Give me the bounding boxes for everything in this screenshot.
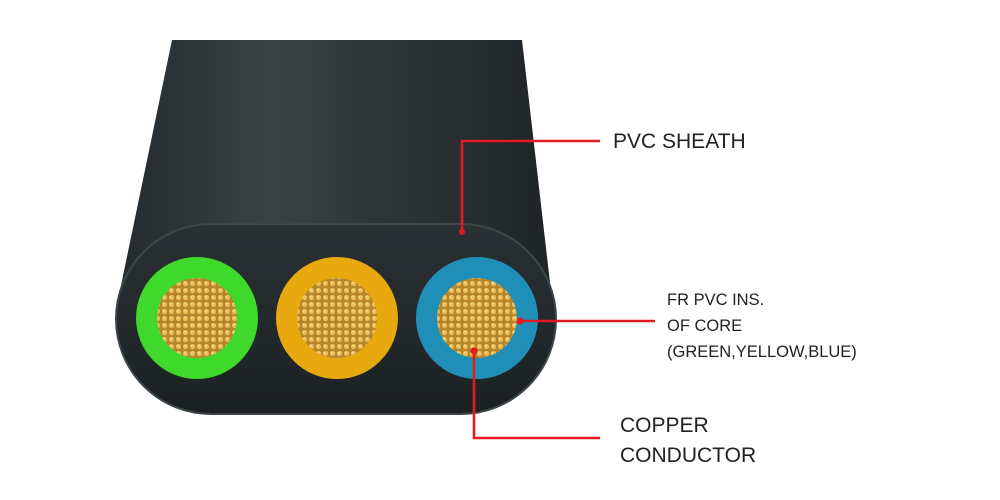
label-insulation-line-2: OF CORE xyxy=(667,317,742,335)
leader-line-conductor xyxy=(472,351,600,440)
leader-dot-conductor xyxy=(470,347,478,355)
label-conductor-line-2: CONDUCTOR xyxy=(620,444,756,467)
copper-conductor-green-core xyxy=(157,278,237,358)
copper-conductor-blue-core xyxy=(437,278,517,358)
leader-dot-insulation xyxy=(516,317,524,325)
leader-line-sheath xyxy=(460,139,600,232)
cable-face-edge xyxy=(115,223,557,415)
core-blue xyxy=(416,257,538,379)
label-insulation-line-1: FR PVC INS. xyxy=(667,291,764,309)
leader-dot-sheath xyxy=(459,229,465,235)
core-yellow xyxy=(276,257,398,379)
core-green xyxy=(136,257,258,379)
label-insulation-line-3: (GREEN,YELLOW,BLUE) xyxy=(667,343,857,361)
label-copper-line-1: COPPER xyxy=(620,414,709,437)
copper-conductor-yellow-core xyxy=(297,278,377,358)
label-pvc-sheath: PVC SHEATH xyxy=(613,130,746,153)
